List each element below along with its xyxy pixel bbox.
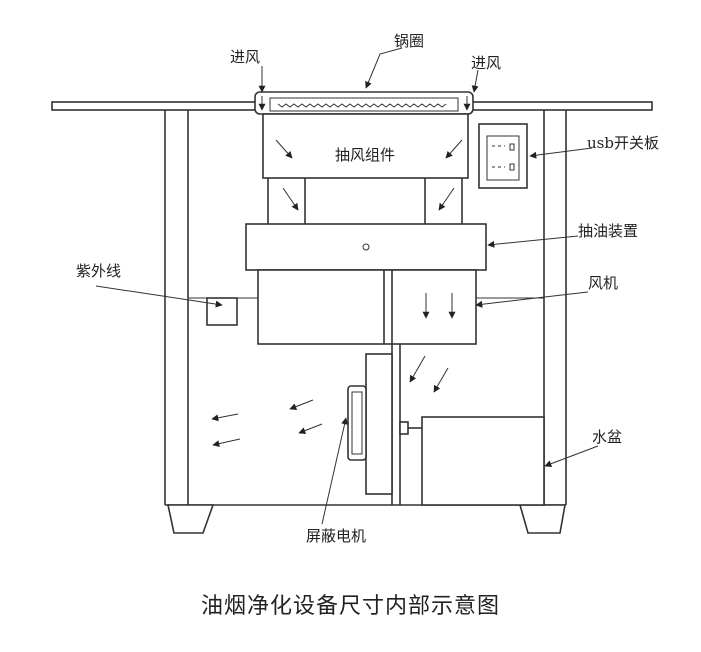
airflow-arrow xyxy=(289,399,314,410)
label-fan: 风机 xyxy=(588,274,618,292)
usb-switch-panel-shape xyxy=(478,123,528,189)
diagram-caption: 油烟净化设备尺寸内部示意图 xyxy=(200,594,500,619)
label-suction-assembly: 抽风组件 xyxy=(335,146,395,164)
airflow-arrow xyxy=(433,367,449,393)
oil-extraction-box xyxy=(245,223,487,271)
airflow-arrow xyxy=(211,413,239,422)
water-basin-shape xyxy=(399,416,545,506)
label-oil-extraction-device: 抽油装置 xyxy=(578,222,638,240)
airflow-arrows xyxy=(211,96,471,448)
label-uv-lamp: 紫外线 xyxy=(76,262,121,280)
label-usb-switch-panel: usb开关板 xyxy=(587,134,659,152)
label-water-basin: 水盆 xyxy=(592,428,622,446)
uv-lamp-box xyxy=(206,297,238,326)
right-foot xyxy=(518,504,566,534)
airflow-arrow xyxy=(298,423,323,434)
left-foot xyxy=(167,504,215,534)
suction-assembly-box xyxy=(262,113,469,179)
airflow-arrow xyxy=(275,139,293,159)
label-shielded-motor: 屏蔽电机 xyxy=(306,527,366,545)
shielded-motor-shape xyxy=(347,353,393,495)
pot-ring-shape xyxy=(254,91,474,115)
label-pot-ring: 锅圈 xyxy=(394,32,424,50)
airflow-arrow xyxy=(212,438,241,448)
airflow-arrow xyxy=(445,139,463,159)
airflow-arrow xyxy=(282,187,299,211)
fan-housing xyxy=(257,269,477,345)
airflow-arrow xyxy=(438,187,455,211)
airflow-arrow xyxy=(409,355,426,383)
leader-lines xyxy=(95,47,599,525)
label-air-in-left: 进风 xyxy=(230,48,260,66)
label-air-in-right: 进风 xyxy=(471,54,501,72)
